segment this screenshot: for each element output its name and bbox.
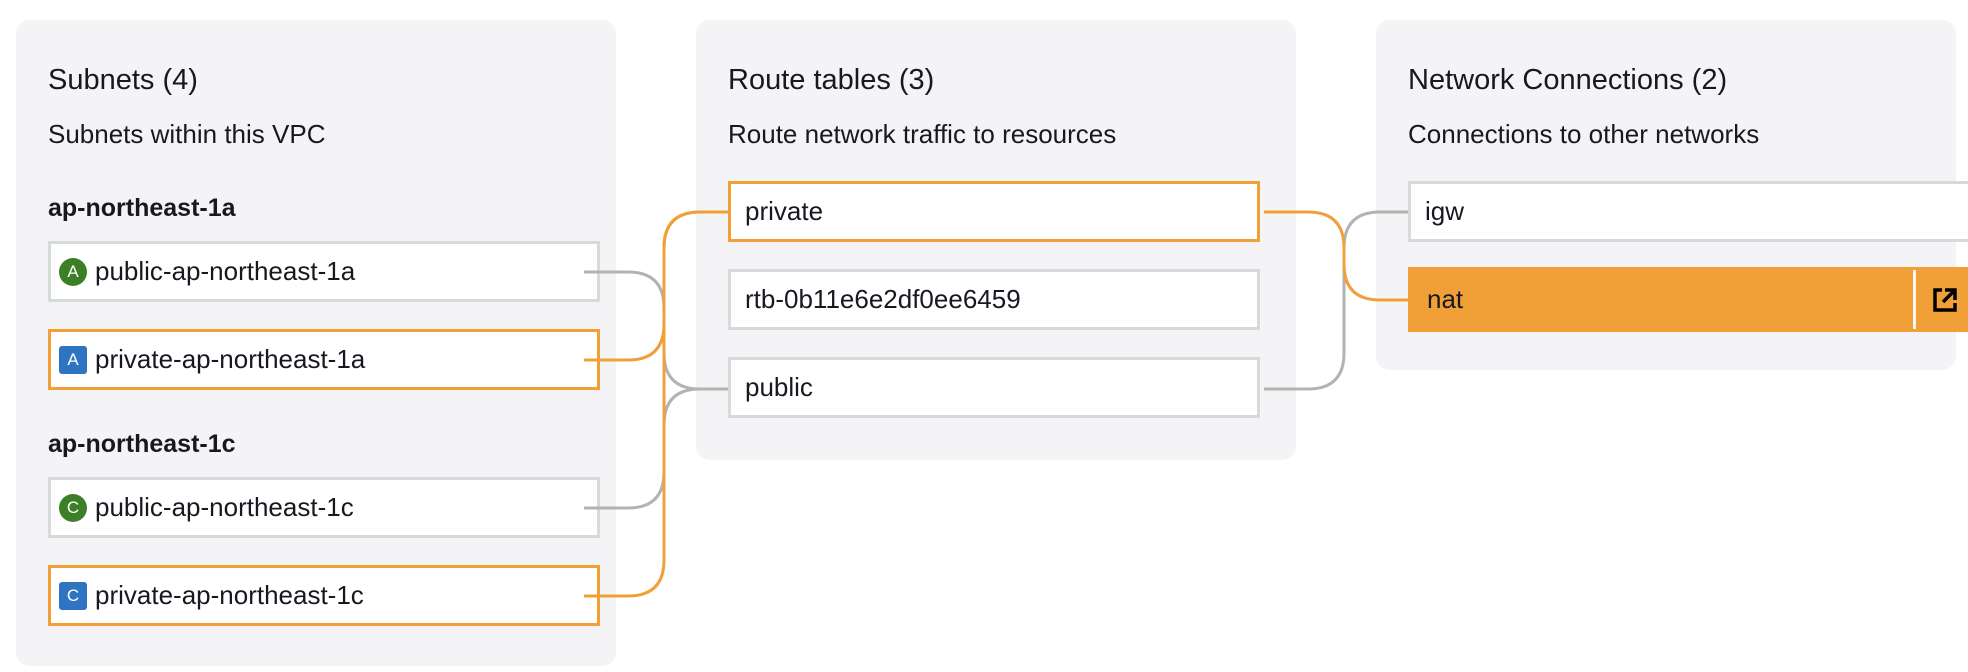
network-connection-label: igw <box>1425 196 1465 226</box>
external-link-icon[interactable] <box>1913 270 1968 329</box>
subnet-node-private-ap-northeast-1c[interactable]: C private-ap-northeast-1c <box>48 565 600 626</box>
route-table-label: private <box>745 196 824 226</box>
route-table-node-rtb-0b11e6e2df0ee6459[interactable]: rtb-0b11e6e2df0ee6459 <box>728 269 1260 330</box>
subnet-label: private-ap-northeast-1c <box>95 580 364 610</box>
subnet-node-public-ap-northeast-1c[interactable]: C public-ap-northeast-1c <box>48 477 600 538</box>
network-connections-description: Connections to other networks <box>1408 119 1760 149</box>
route-tables-panel: Route tables (3) Route network traffic t… <box>696 20 1296 460</box>
availability-zone-1c-label: ap-northeast-1c <box>48 430 236 458</box>
route-table-label: public <box>745 372 813 402</box>
subnets-panel: Subnets (4) Subnets within this VPC ap-n… <box>16 20 616 666</box>
public-subnet-badge-icon: A <box>59 257 87 286</box>
subnet-label: private-ap-northeast-1a <box>95 344 366 374</box>
network-connections-panel: Network Connections (2) Connections to o… <box>1376 20 1968 370</box>
subnet-label: public-ap-northeast-1c <box>95 492 354 522</box>
network-connection-label: nat <box>1427 284 1464 314</box>
subnet-node-public-ap-northeast-1a[interactable]: A public-ap-northeast-1a <box>48 241 600 302</box>
availability-zone-1a-label: ap-northeast-1a <box>48 194 236 222</box>
route-table-label: rtb-0b11e6e2df0ee6459 <box>745 284 1021 314</box>
route-tables-description: Route network traffic to resources <box>728 119 1117 149</box>
route-tables-title: Route tables (3) <box>728 64 935 96</box>
subnet-label: public-ap-northeast-1a <box>95 256 356 286</box>
private-subnet-badge-icon: C <box>59 581 87 610</box>
subnet-node-private-ap-northeast-1a[interactable]: A private-ap-northeast-1a <box>48 329 600 390</box>
network-connection-node-nat[interactable]: nat <box>1408 267 1968 332</box>
public-subnet-badge-icon: C <box>59 493 87 522</box>
subnets-title: Subnets (4) <box>48 64 198 96</box>
network-connection-node-igw[interactable]: igw <box>1408 181 1968 242</box>
route-table-node-public[interactable]: public <box>728 357 1260 418</box>
route-table-node-private[interactable]: private <box>728 181 1260 242</box>
private-subnet-badge-icon: A <box>59 345 87 374</box>
network-connections-title: Network Connections (2) <box>1408 64 1728 96</box>
subnets-description: Subnets within this VPC <box>48 119 326 149</box>
